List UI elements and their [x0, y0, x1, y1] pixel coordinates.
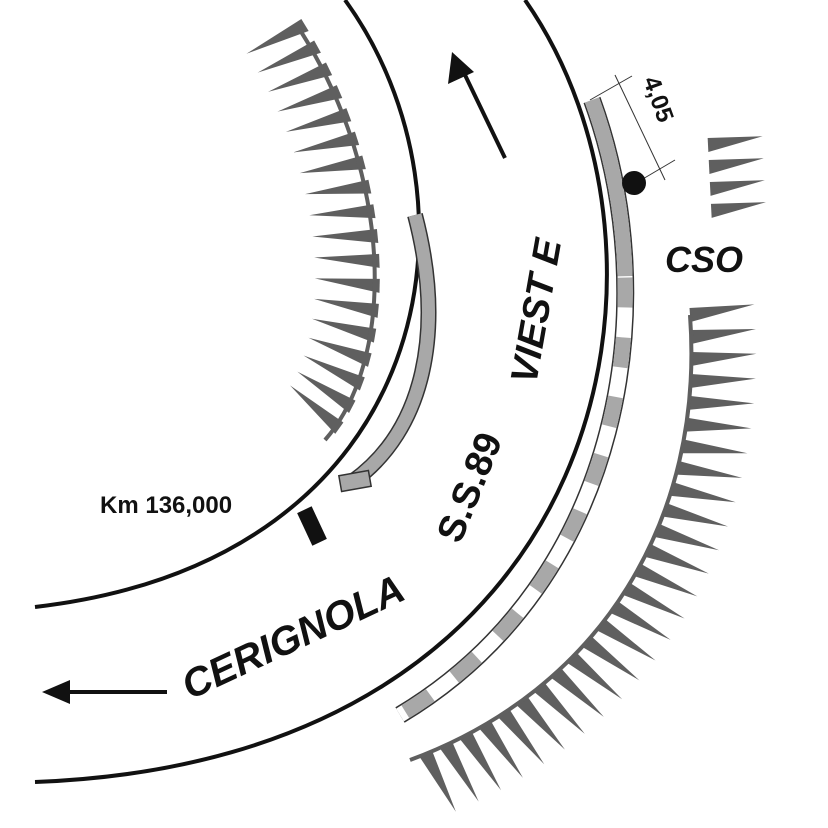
strip-end-block: [337, 469, 373, 493]
embankment-spike: [290, 385, 344, 434]
embankment-spike: [314, 278, 380, 293]
embankment-spike: [685, 417, 752, 432]
embankment-spike: [690, 328, 756, 344]
road-inner-edge: [34, 0, 421, 609]
embankment-spike: [622, 582, 685, 619]
km-marker-post: [297, 506, 327, 546]
embankment-spike: [707, 136, 763, 152]
embankment-spike: [308, 337, 372, 367]
embankment-spike: [311, 318, 377, 343]
embankment-spike: [710, 202, 766, 218]
embankment-spike: [566, 652, 623, 700]
embankment-spike: [297, 371, 356, 414]
embankment-spike: [675, 461, 743, 478]
embankment-spike: [669, 482, 736, 503]
direction-south-label: CERIGNOLA: [175, 567, 411, 708]
arrow-south-icon: [42, 680, 167, 704]
embankment-spike: [497, 709, 545, 765]
embankment-spike: [654, 523, 720, 551]
embankment-crest: [409, 314, 694, 762]
embankment-crest: [298, 28, 377, 442]
embankment-spike: [708, 158, 764, 174]
embankment-spike: [285, 108, 352, 132]
embankment-spike: [596, 619, 656, 661]
embankment-spike: [691, 351, 757, 366]
embankment-spike: [681, 439, 748, 454]
road-name-label: S.S.89: [429, 427, 511, 549]
km-marker-label: Km 136,000: [100, 492, 232, 519]
embankment-spike: [634, 563, 698, 597]
inner-shoulder-strip-fill: [348, 213, 435, 488]
outer-strip-dashed-part: [396, 277, 633, 722]
embankment-spike: [550, 668, 604, 718]
embankment-spike: [459, 732, 502, 791]
road-outer-edge: [34, 0, 609, 784]
embankment-spike: [277, 85, 343, 112]
embankment-spike: [533, 682, 585, 734]
embankment-spike: [305, 179, 372, 195]
embankment-spike: [303, 355, 365, 391]
embankment-spike: [268, 62, 333, 92]
embankment-spike: [246, 19, 309, 54]
embankment-spike: [688, 395, 755, 410]
direction-north-label: VIEST E: [504, 234, 571, 386]
embankment-spike: [419, 751, 456, 812]
embankment-spike: [478, 721, 523, 778]
dimension-label: 4,05: [637, 73, 678, 126]
embankment-spike: [293, 131, 360, 153]
embankment-spike: [312, 229, 379, 243]
embankment-spike: [314, 253, 380, 268]
embankment-spike: [662, 503, 729, 527]
outer-strip-solid-part: [584, 97, 633, 277]
embankment-spike: [299, 155, 366, 174]
site-label: CSO: [665, 239, 743, 280]
embankment-spike: [439, 742, 479, 802]
embankment-spike: [644, 544, 709, 574]
survey-point: [622, 171, 646, 195]
embankment-spike: [689, 304, 755, 322]
embankment-spike: [582, 636, 640, 681]
embankment-spike: [709, 180, 765, 196]
arrow-north-icon: [448, 52, 507, 159]
embankment-spike: [257, 40, 321, 73]
embankment-spike: [309, 204, 376, 219]
embankment-spike: [314, 298, 379, 318]
embankment-spike: [610, 601, 671, 640]
embankment-spike: [690, 373, 756, 388]
embankment-spike: [516, 696, 565, 750]
embankment-hatching: [246, 19, 766, 812]
